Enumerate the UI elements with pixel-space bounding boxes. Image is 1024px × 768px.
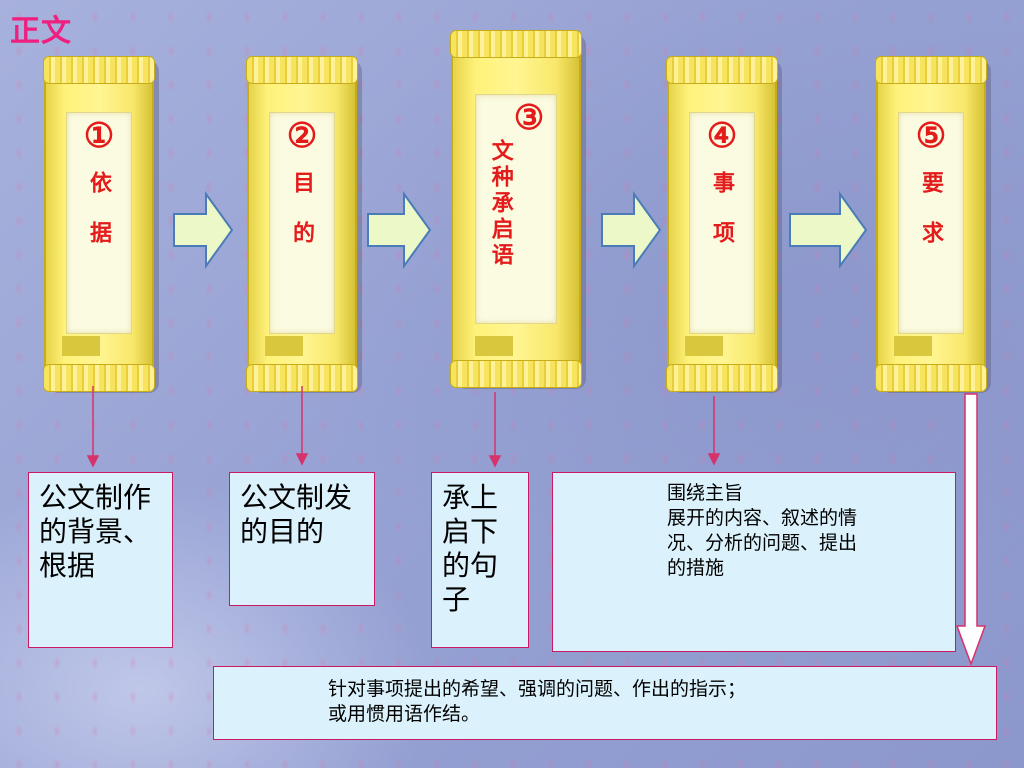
step-label: 目的: [289, 171, 315, 271]
step-number: ②: [286, 116, 318, 156]
explanation-box-transition: 承上启下的句子: [431, 472, 529, 648]
right-arrow-icon: [367, 190, 432, 270]
explanation-box-basis: 公文制作的背景、根据: [28, 472, 173, 648]
explanation-line: 况、分析的问题、提出: [667, 532, 858, 554]
step-number: ④: [706, 116, 738, 156]
page-title: 正文: [10, 14, 72, 49]
explanation-line: 或用惯用语作结。: [328, 703, 481, 725]
explanation-text: 公文制发的目的: [240, 481, 353, 548]
scroll-shadow: [894, 336, 932, 356]
scroll-step-1: ① 依据: [43, 56, 155, 392]
right-arrow-icon: [789, 190, 868, 270]
scroll-panel: ⑤ 要求: [898, 112, 964, 334]
explanation-text: 公文制作的背景、根据: [39, 481, 152, 582]
right-arrow-icon: [173, 190, 234, 270]
step-number: ⑤: [915, 116, 947, 156]
scroll-shadow: [62, 336, 100, 356]
scroll-panel: ④ 事项: [689, 112, 755, 334]
explanation-line: 的措施: [667, 557, 725, 579]
step-label: 文种承启语: [487, 139, 514, 269]
step-number: ③: [513, 98, 545, 138]
step-label: 依据: [86, 171, 112, 271]
scroll-step-3: ③ 文种承启语: [450, 30, 582, 388]
explanation-line: 针对事项提出的希望、强调的问题、作出的指示；: [328, 678, 747, 700]
step-label: 要求: [918, 171, 944, 271]
explanation-text: 承上启下的句子: [442, 481, 499, 616]
step-number: ①: [83, 116, 115, 156]
step-label: 事项: [709, 171, 735, 271]
explanation-box-purpose: 公文制发的目的: [229, 472, 375, 606]
scroll-shadow: [685, 336, 723, 356]
explanation-line: 围绕主旨: [667, 482, 744, 504]
explanation-box-matters: 围绕主旨 展开的内容、叙述的情 况、分析的问题、提出 的措施: [552, 472, 956, 652]
explanation-box-requirements: 针对事项提出的希望、强调的问题、作出的指示； 或用惯用语作结。: [213, 666, 997, 740]
scroll-panel: ② 目的: [269, 112, 335, 334]
scroll-step-4: ④ 事项: [666, 56, 778, 392]
right-arrow-icon: [601, 190, 662, 270]
scroll-shadow: [475, 336, 513, 356]
scroll-step-5: ⑤ 要求: [875, 56, 987, 392]
scroll-shadow: [265, 336, 303, 356]
scroll-panel: ③ 文种承启语: [475, 94, 557, 324]
scroll-panel: ① 依据: [66, 112, 132, 334]
explanation-line: 展开的内容、叙述的情: [667, 507, 858, 529]
